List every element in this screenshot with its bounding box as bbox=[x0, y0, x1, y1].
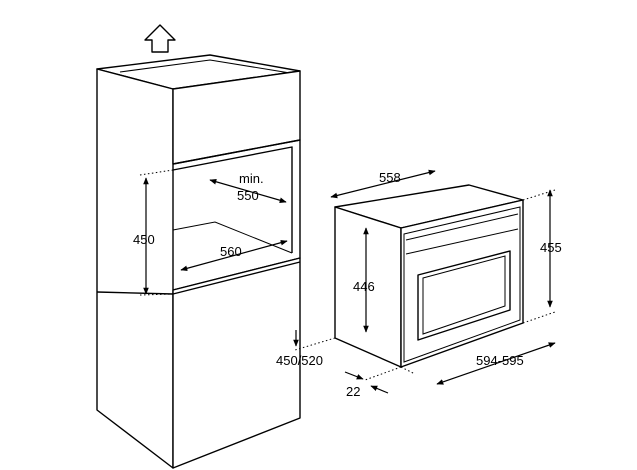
oven-body-height-label: 446 bbox=[353, 279, 375, 294]
oven bbox=[334, 184, 524, 368]
cabinet bbox=[96, 54, 301, 469]
oven-guides bbox=[294, 189, 556, 381]
niche-height-label: 450 bbox=[133, 232, 155, 247]
cabinet-guides bbox=[139, 169, 301, 345]
ventilation-up-arrow-icon bbox=[144, 24, 176, 53]
oven-door-window bbox=[417, 250, 511, 341]
cabinet-left-side bbox=[96, 68, 174, 469]
cabinet-side-depth-label: 450/520 bbox=[276, 353, 323, 368]
oven-total-height-label: 455 bbox=[540, 240, 562, 255]
oven-dimension-lines bbox=[330, 169, 556, 394]
niche-width-label: 560 bbox=[220, 244, 242, 259]
oven-width-label: 594-595 bbox=[476, 353, 524, 368]
front-offset-label: 22 bbox=[346, 384, 360, 399]
cabinet-depth-label: 550 bbox=[237, 188, 259, 203]
oven-depth-label: 558 bbox=[379, 170, 401, 185]
cabinet-dimension-lines bbox=[143, 177, 299, 347]
cabinet-min-label: min. bbox=[239, 171, 264, 186]
